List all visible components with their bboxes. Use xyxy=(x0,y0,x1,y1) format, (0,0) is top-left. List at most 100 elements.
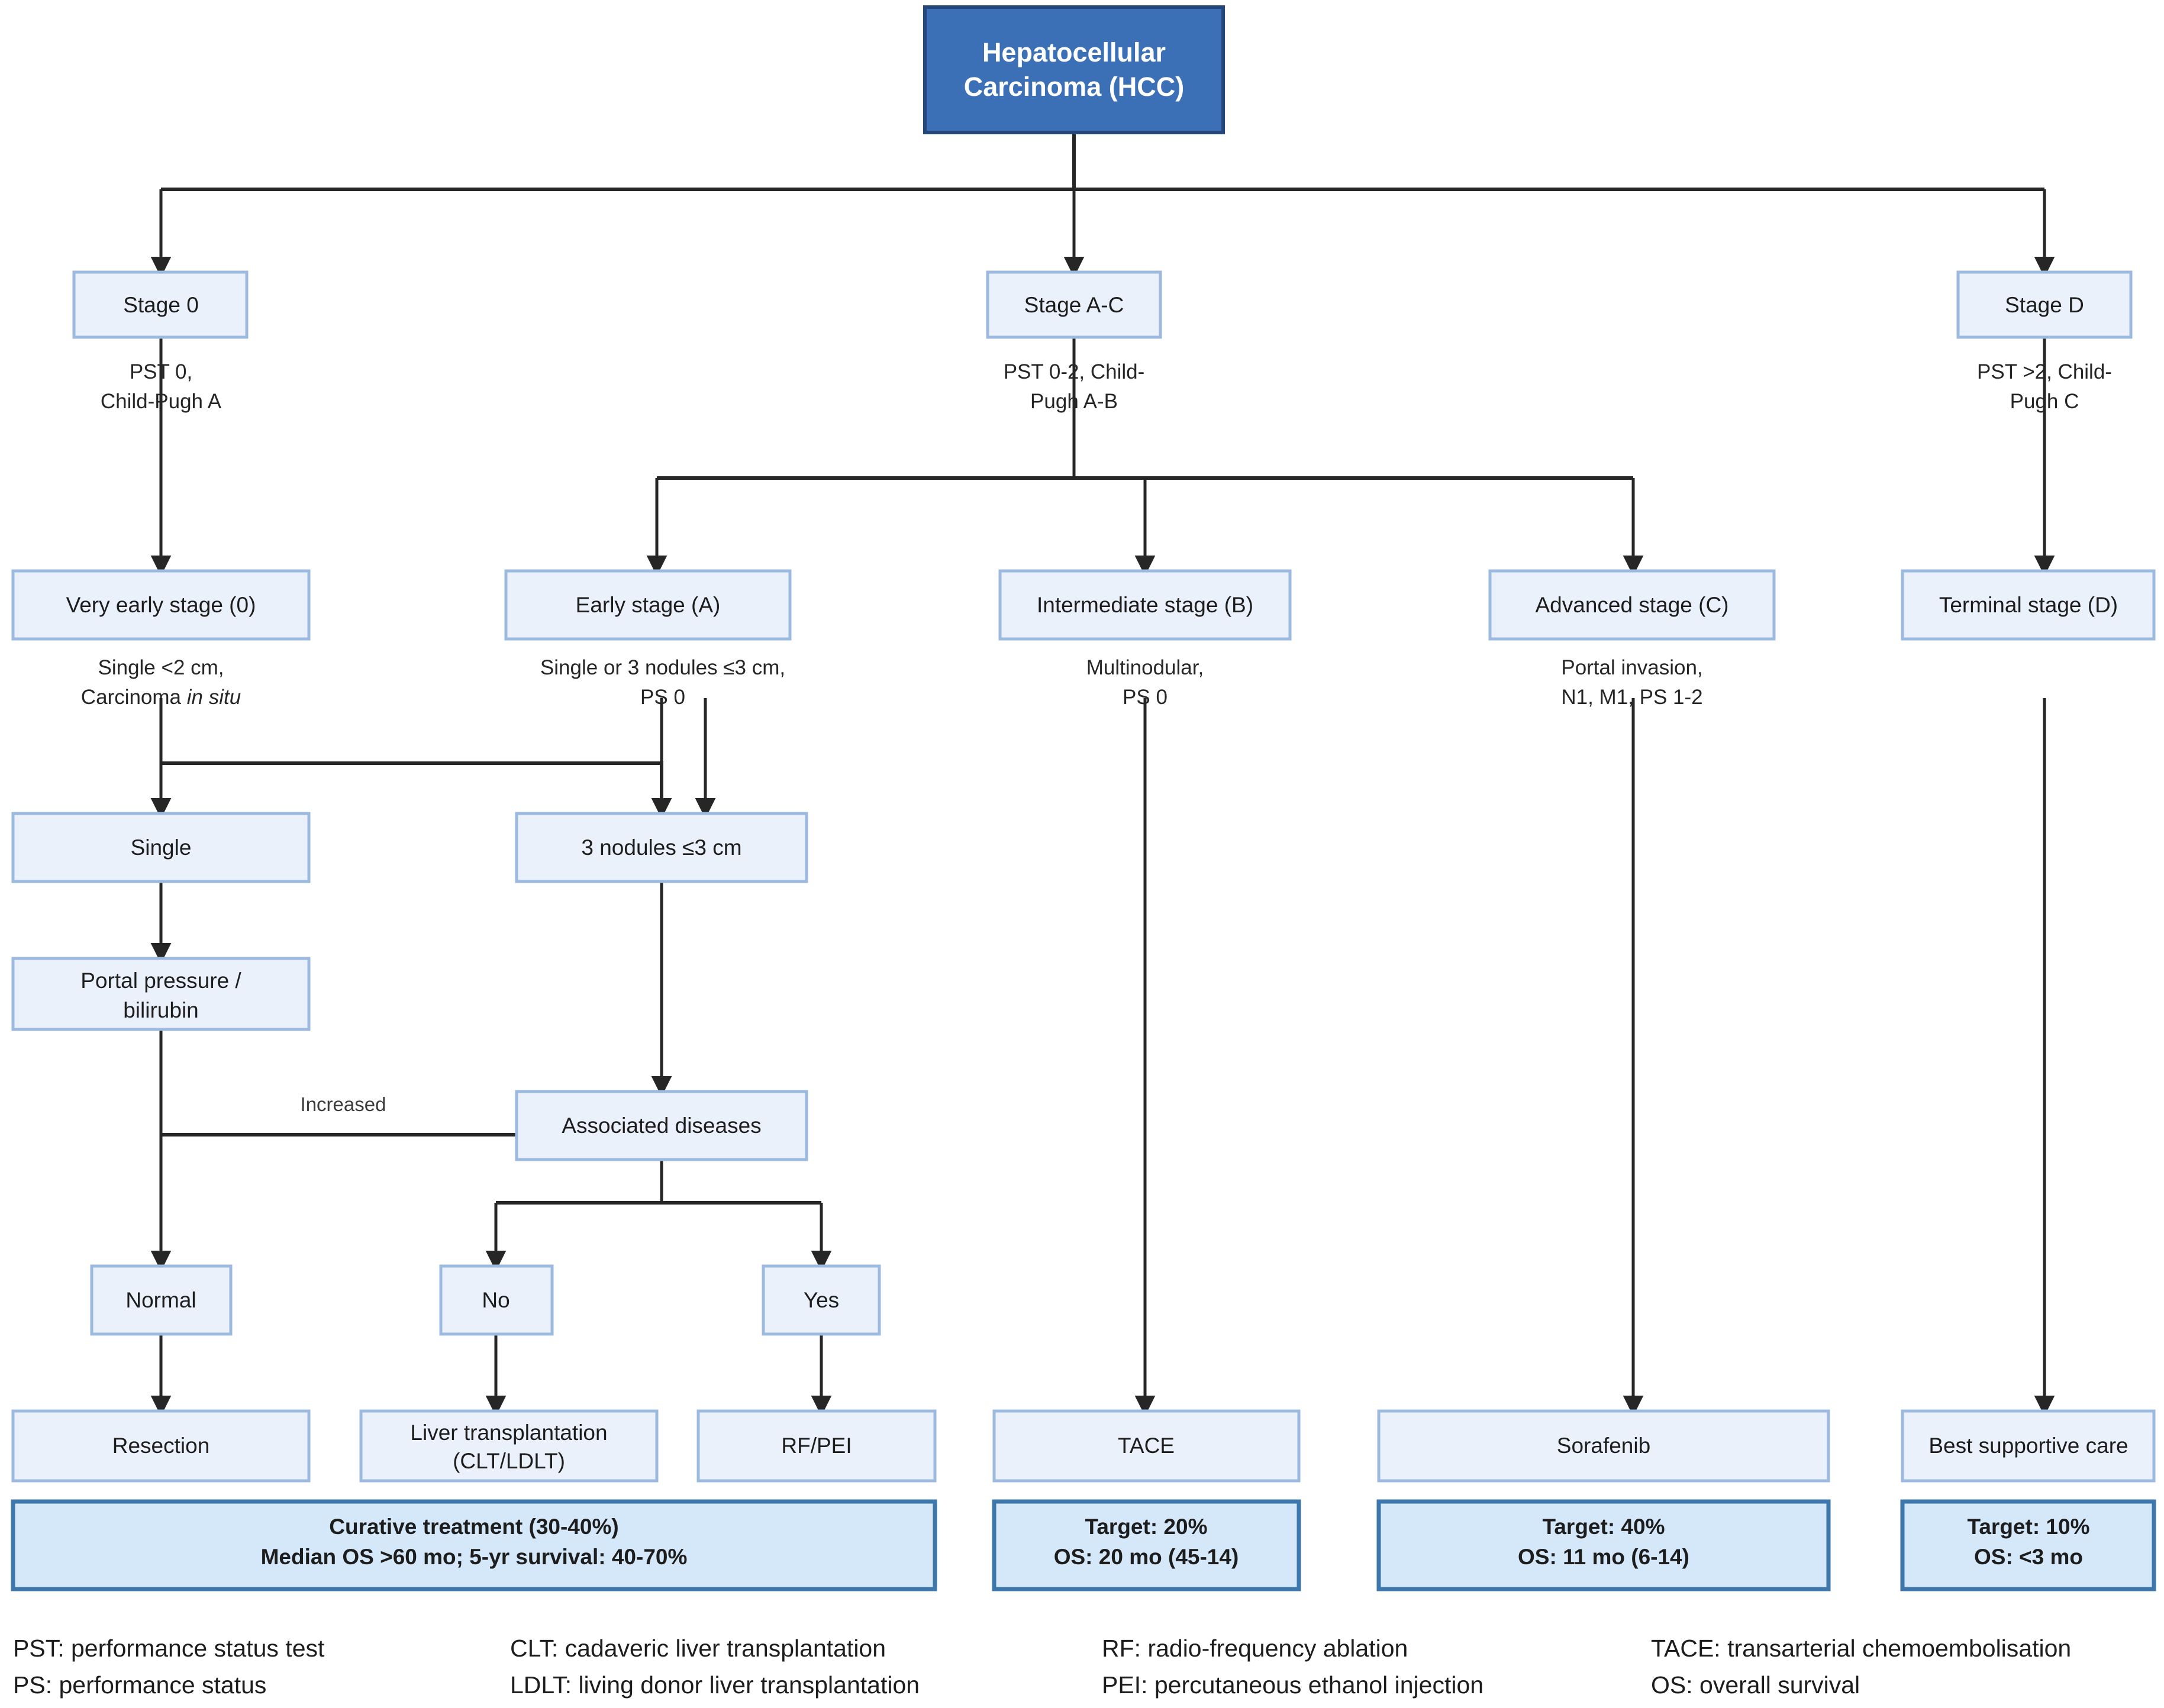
tace-summary-box[interactable] xyxy=(992,1499,1301,1591)
tace-box[interactable] xyxy=(992,1409,1301,1483)
treatment-node-liver-transplantation[interactable]: Liver transplantation (CLT/LDLT) xyxy=(359,1409,659,1483)
normal-box[interactable] xyxy=(90,1264,233,1336)
stage-ac-box[interactable] xyxy=(986,270,1162,339)
three-nodules-label: 3 nodules ≤3 cm xyxy=(581,835,741,860)
early-stage-box[interactable] xyxy=(504,569,792,641)
legend-col2-line1: CLT: cadaveric liver transplantation xyxy=(510,1635,886,1662)
sorafenib-box[interactable] xyxy=(1377,1409,1830,1483)
rf-pei-box[interactable] xyxy=(696,1409,937,1483)
intermediate-stage-caption-line2: PS 0 xyxy=(1123,686,1168,709)
treatment-node-resection[interactable]: Resection xyxy=(11,1409,311,1483)
decision-node-single[interactable]: Single xyxy=(11,812,311,883)
substage-node-intermediate-b[interactable]: Intermediate stage (B) Multinodular, PS … xyxy=(998,569,1292,709)
decision-node-yes[interactable]: Yes xyxy=(762,1264,881,1336)
stage-ac-caption-line2: Pugh A-B xyxy=(1030,390,1118,413)
very-early-stage-box[interactable] xyxy=(11,569,311,641)
root-node-label-line1: Hepatocellular xyxy=(982,37,1166,67)
decision-node-associated-diseases[interactable]: Associated diseases xyxy=(515,1090,808,1161)
terminal-stage-label: Terminal stage (D) xyxy=(1939,593,2118,617)
single-label: Single xyxy=(131,835,192,860)
liver-transplantation-label-line2: (CLT/LDLT) xyxy=(453,1449,565,1473)
associated-diseases-box[interactable] xyxy=(515,1090,808,1161)
associated-diseases-label: Associated diseases xyxy=(562,1113,761,1138)
curative-summary-line2: Median OS >60 mo; 5-yr survival: 40-70% xyxy=(261,1545,688,1569)
sorafenib-label: Sorafenib xyxy=(1557,1433,1650,1458)
advanced-stage-caption-line2: N1, M1, PS 1-2 xyxy=(1561,686,1702,709)
portal-pressure-label-line2: bilirubin xyxy=(123,998,199,1022)
stage-node-stage-ac[interactable]: Stage A-C PST 0-2, Child- Pugh A-B xyxy=(986,270,1162,413)
very-early-stage-caption-line1: Single <2 cm, xyxy=(98,656,224,679)
stage-d-caption-line1: PST >2, Child- xyxy=(1977,360,2112,383)
advanced-stage-box[interactable] xyxy=(1488,569,1776,641)
edge-label-increased: Increased xyxy=(301,1093,386,1115)
stage0-caption-line1: PST 0, xyxy=(130,360,192,383)
legend: PST: performance status test PS: perform… xyxy=(13,1635,2071,1699)
sorafenib-summary-line2: OS: 11 mo (6-14) xyxy=(1518,1545,1689,1569)
three-nodules-box[interactable] xyxy=(515,812,808,883)
advanced-stage-label: Advanced stage (C) xyxy=(1535,593,1728,617)
stage-ac-caption-line1: PST 0-2, Child- xyxy=(1004,360,1145,383)
legend-col3-line2: PEI: percutaneous ethanol injection xyxy=(1102,1671,1483,1699)
resection-label: Resection xyxy=(112,1433,210,1458)
curative-summary-line1: Curative treatment (30-40%) xyxy=(329,1515,618,1539)
liver-transplantation-box[interactable] xyxy=(359,1409,659,1483)
stage-d-label: Stage D xyxy=(2005,293,2084,317)
treatment-node-rf-pei[interactable]: RF/PEI xyxy=(696,1409,937,1483)
terminal-summary-line1: Target: 10% xyxy=(1968,1515,2090,1539)
terminal-summary-box[interactable] xyxy=(1900,1499,2156,1591)
single-box[interactable] xyxy=(11,812,311,883)
substage-node-advanced-c[interactable]: Advanced stage (C) Portal invasion, N1, … xyxy=(1488,569,1776,709)
decision-node-no[interactable]: No xyxy=(439,1264,554,1336)
very-early-stage-caption-line2: Carcinoma in situ xyxy=(81,686,241,709)
early-stage-caption-line2: PS 0 xyxy=(640,686,685,709)
root-node-hcc[interactable]: Hepatocellular Carcinoma (HCC) xyxy=(923,5,1225,134)
summary-node-sorafenib[interactable]: Target: 40% OS: 11 mo (6-14) xyxy=(1376,1499,1831,1591)
treatment-node-tace[interactable]: TACE xyxy=(992,1409,1301,1483)
no-box[interactable] xyxy=(439,1264,554,1336)
stage-node-stage-d[interactable]: Stage D PST >2, Child- Pugh C xyxy=(1956,270,2133,413)
terminal-stage-box[interactable] xyxy=(1901,569,2156,641)
sorafenib-summary-box[interactable] xyxy=(1376,1499,1831,1591)
substage-node-terminal-d[interactable]: Terminal stage (D) xyxy=(1901,569,2156,641)
yes-box[interactable] xyxy=(762,1264,881,1336)
rf-pei-label: RF/PEI xyxy=(781,1433,852,1458)
legend-col4-line2: OS: overall survival xyxy=(1651,1671,1860,1699)
decision-node-normal[interactable]: Normal xyxy=(90,1264,233,1336)
treatment-node-sorafenib[interactable]: Sorafenib xyxy=(1377,1409,1830,1483)
legend-col3-line1: RF: radio-frequency ablation xyxy=(1102,1635,1408,1662)
best-supportive-care-box[interactable] xyxy=(1901,1409,2156,1483)
legend-col4-line1: TACE: transarterial chemoembolisation xyxy=(1651,1635,2071,1662)
very-early-stage-label: Very early stage (0) xyxy=(66,593,256,617)
substage-node-early-a[interactable]: Early stage (A) Single or 3 nodules ≤3 c… xyxy=(504,569,792,709)
intermediate-stage-caption-line1: Multinodular, xyxy=(1086,656,1204,679)
summary-node-curative[interactable]: Curative treatment (30-40%) Median OS >6… xyxy=(11,1499,937,1591)
resection-box[interactable] xyxy=(11,1409,311,1483)
stage0-caption-line2: Child-Pugh A xyxy=(101,390,222,413)
root-node-box[interactable] xyxy=(923,5,1225,134)
stage-d-box[interactable] xyxy=(1956,270,2133,339)
treatment-node-best-supportive-care[interactable]: Best supportive care xyxy=(1901,1409,2156,1483)
stage0-label: Stage 0 xyxy=(123,293,199,317)
root-node-label-line2: Carcinoma (HCC) xyxy=(964,72,1185,102)
edge-veryearly-to-3nodules xyxy=(161,761,663,813)
intermediate-stage-box[interactable] xyxy=(998,569,1292,641)
stage-node-stage0[interactable]: Stage 0 PST 0, Child-Pugh A xyxy=(72,270,249,413)
decision-node-3-nodules[interactable]: 3 nodules ≤3 cm xyxy=(515,812,808,883)
early-stage-caption-line1: Single or 3 nodules ≤3 cm, xyxy=(540,656,785,679)
yes-label: Yes xyxy=(804,1288,839,1312)
summary-node-tace[interactable]: Target: 20% OS: 20 mo (45-14) xyxy=(992,1499,1301,1591)
early-stage-label: Early stage (A) xyxy=(576,593,721,617)
tace-label: TACE xyxy=(1118,1433,1175,1458)
tace-summary-line2: OS: 20 mo (45-14) xyxy=(1054,1545,1239,1569)
sorafenib-summary-line1: Target: 40% xyxy=(1543,1515,1665,1539)
decision-node-portal-pressure[interactable]: Portal pressure / bilirubin xyxy=(11,957,311,1031)
portal-pressure-box[interactable] xyxy=(11,957,311,1031)
advanced-stage-caption-line1: Portal invasion, xyxy=(1561,656,1702,679)
summary-node-terminal[interactable]: Target: 10% OS: <3 mo xyxy=(1900,1499,2156,1591)
stage-d-caption-line2: Pugh C xyxy=(2010,390,2079,413)
substage-node-very-early[interactable]: Very early stage (0) Single <2 cm, Carci… xyxy=(11,569,311,709)
curative-summary-box[interactable] xyxy=(11,1499,937,1591)
legend-col1-line2: PS: performance status xyxy=(13,1671,266,1699)
stage0-box[interactable] xyxy=(72,270,249,339)
